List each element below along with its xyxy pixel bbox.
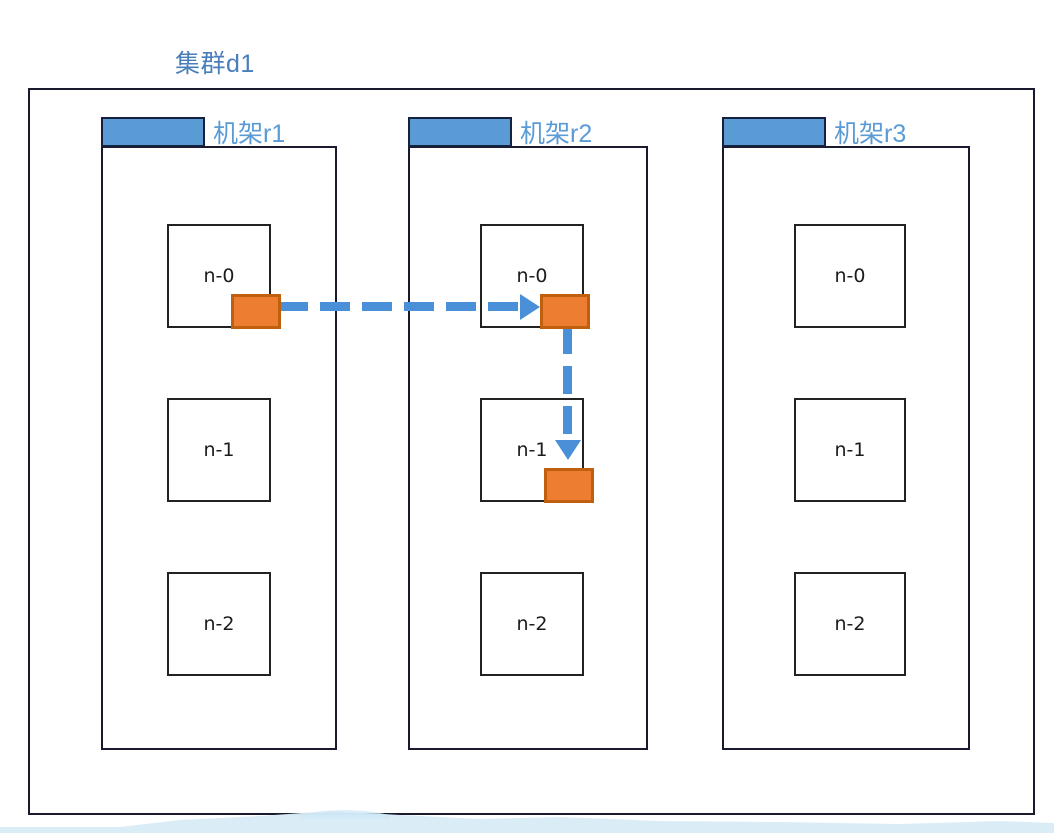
dash-segment <box>563 326 572 354</box>
replica-block-r2-n1[interactable] <box>544 468 594 503</box>
rack-r1: 机架r1 n-0 n-1 n-2 <box>101 117 337 750</box>
rack-r2-tab <box>408 117 512 147</box>
rack-r1-label: 机架r1 <box>213 120 286 148</box>
dash-segment <box>278 302 308 311</box>
dash-segment <box>488 302 518 311</box>
node-r3-n1[interactable]: n-1 <box>794 398 906 502</box>
replica-block-r1-n0[interactable] <box>231 294 281 329</box>
arrow-head-right-icon <box>520 294 540 320</box>
node-r3-n0-label: n-0 <box>834 265 866 287</box>
node-r2-n2[interactable]: n-2 <box>480 572 584 676</box>
node-r1-n1-label: n-1 <box>203 439 235 461</box>
node-r1-n1[interactable]: n-1 <box>167 398 271 502</box>
dash-segment <box>446 302 476 311</box>
rack-r1-tab <box>101 117 205 147</box>
node-r2-n2-label: n-2 <box>516 613 548 635</box>
node-r1-n2-label: n-2 <box>203 613 235 635</box>
rack-r2: 机架r2 n-0 n-1 n-2 <box>408 117 648 750</box>
rack-r2-label: 机架r2 <box>520 120 593 148</box>
node-r2-n0-label: n-0 <box>516 265 548 287</box>
arrow-head-down-icon <box>555 440 581 460</box>
rack-r3: 机架r3 n-0 n-1 n-2 <box>722 117 970 750</box>
dash-segment <box>362 302 392 311</box>
node-r1-n0-label: n-0 <box>203 265 235 287</box>
cluster-title: 集群d1 <box>175 50 255 78</box>
dash-segment <box>563 406 572 434</box>
node-r3-n2[interactable]: n-2 <box>794 572 906 676</box>
dash-segment <box>320 302 350 311</box>
replica-block-r2-n0[interactable] <box>540 294 590 329</box>
node-r2-n1-label: n-1 <box>516 439 548 461</box>
node-r3-n1-label: n-1 <box>834 439 866 461</box>
dash-segment <box>563 366 572 394</box>
rack-r3-tab <box>722 117 826 147</box>
rack-r3-label: 机架r3 <box>834 120 907 148</box>
node-r3-n0[interactable]: n-0 <box>794 224 906 328</box>
node-r3-n2-label: n-2 <box>834 613 866 635</box>
node-r1-n2[interactable]: n-2 <box>167 572 271 676</box>
dash-segment <box>404 302 434 311</box>
